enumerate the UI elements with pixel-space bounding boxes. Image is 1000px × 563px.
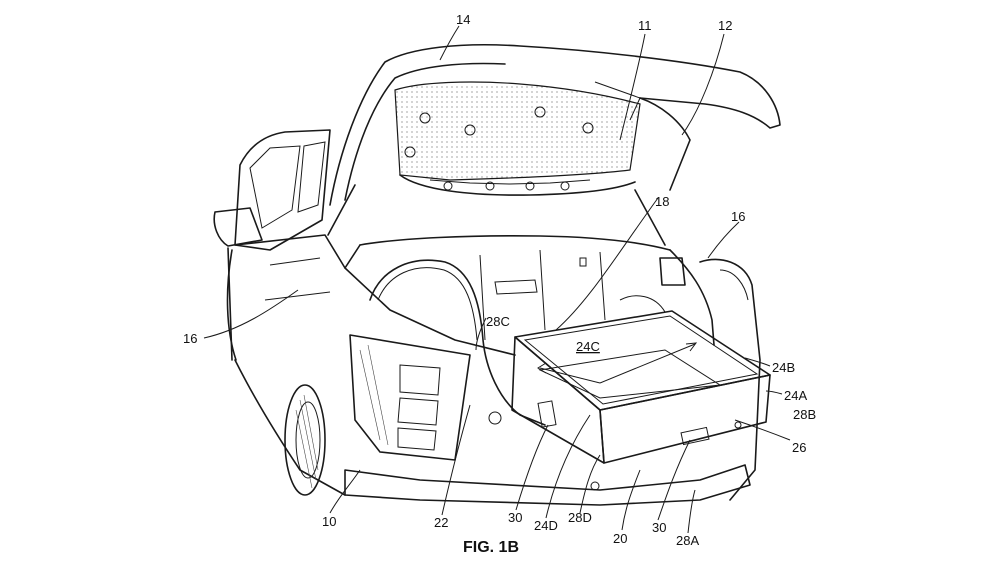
- label-30-right: 30: [652, 520, 666, 535]
- label-24A: 24A: [784, 388, 807, 403]
- frunk-interior: [344, 235, 715, 346]
- charging-cable: [369, 259, 546, 426]
- label-30-left: 30: [508, 510, 522, 525]
- label-26: 26: [792, 440, 806, 455]
- reference-labels: 14 11 12 18 16 16 28C 24C 24B 24A 28B 26…: [183, 12, 816, 548]
- storage-bin: [488, 310, 771, 464]
- label-24C: 24C: [576, 339, 600, 354]
- label-22: 22: [434, 515, 448, 530]
- left-strut: [327, 184, 356, 236]
- label-24B: 24B: [772, 360, 795, 375]
- label-16-right: 16: [731, 209, 745, 224]
- label-14: 14: [456, 12, 470, 27]
- label-28D: 28D: [568, 510, 592, 525]
- leader-lines: [203, 25, 791, 534]
- label-28C: 28C: [486, 314, 510, 329]
- vehicle-body: [227, 234, 761, 501]
- frunk-lid: [329, 44, 781, 206]
- label-24D: 24D: [534, 518, 558, 533]
- bumper: [344, 464, 751, 506]
- label-28B: 28B: [793, 407, 816, 422]
- vehicle-drawing: [213, 44, 781, 506]
- label-28A: 28A: [676, 533, 699, 548]
- vehicle-cab: [213, 129, 331, 361]
- lamp-assembly: [349, 334, 471, 461]
- label-12: 12: [718, 18, 732, 33]
- label-18: 18: [655, 194, 669, 209]
- right-strut: [634, 189, 666, 246]
- label-10: 10: [322, 514, 336, 529]
- label-20: 20: [613, 531, 627, 546]
- label-16-left: 16: [183, 331, 197, 346]
- figure-caption: FIG. 1B: [463, 539, 519, 556]
- label-11: 11: [638, 18, 652, 33]
- tow-point: [590, 481, 600, 491]
